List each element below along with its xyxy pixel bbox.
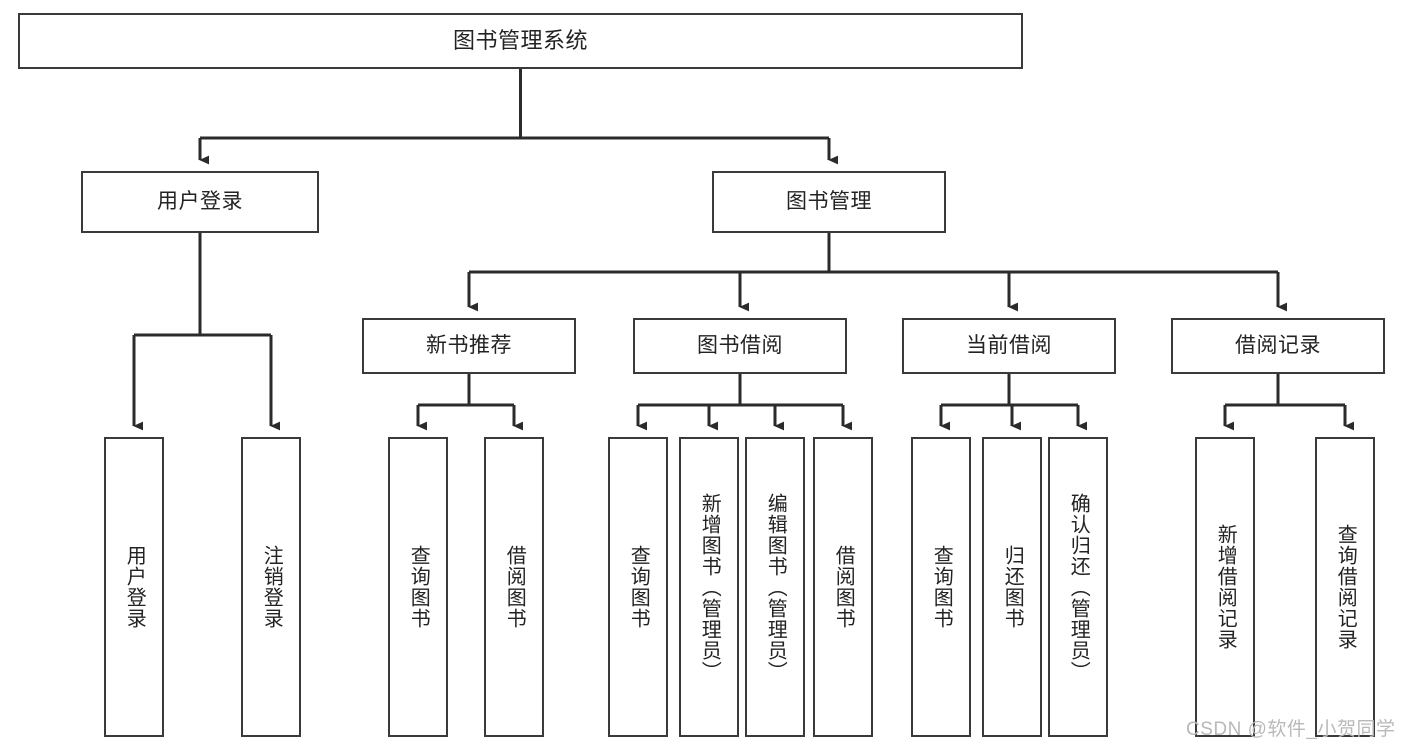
- node-label-current-borrow: 当前借阅: [966, 333, 1052, 357]
- node-cb-confirm-return[interactable]: 确认归还（管理员）: [1048, 437, 1108, 737]
- node-user-login-do[interactable]: 用户登录: [104, 437, 164, 737]
- node-book-borrow[interactable]: 图书借阅: [633, 318, 847, 374]
- node-cb-query-book[interactable]: 查询图书: [911, 437, 971, 737]
- node-label-user-logout: 注销登录: [260, 545, 283, 629]
- node-label-root: 图书管理系统: [452, 28, 588, 54]
- node-label-bb-add-book: 新增图书（管理员）: [698, 492, 721, 682]
- node-label-borrow-record: 借阅记录: [1235, 333, 1321, 357]
- node-borrow-record[interactable]: 借阅记录: [1171, 318, 1385, 374]
- node-book-manage[interactable]: 图书管理: [712, 171, 946, 233]
- node-label-bb-query-book: 查询图书: [627, 545, 650, 629]
- node-label-bb-edit-book: 编辑图书（管理员）: [764, 492, 787, 682]
- node-new-book-recommend[interactable]: 新书推荐: [362, 318, 576, 374]
- node-br-add-record[interactable]: 新增借阅记录: [1195, 437, 1255, 737]
- node-label-cb-query-book: 查询图书: [930, 545, 953, 629]
- node-br-query-record[interactable]: 查询借阅记录: [1315, 437, 1375, 737]
- node-root[interactable]: 图书管理系统: [18, 13, 1023, 69]
- node-cb-return-book[interactable]: 归还图书: [982, 437, 1042, 737]
- watermark-label: CSDN @软件_小贺同学: [1186, 719, 1396, 740]
- node-label-nbr-borrow-book: 借阅图书: [503, 545, 526, 629]
- node-label-br-query-record: 查询借阅记录: [1334, 524, 1357, 650]
- node-user-login[interactable]: 用户登录: [81, 171, 319, 233]
- node-label-br-add-record: 新增借阅记录: [1214, 524, 1237, 650]
- node-label-book-manage: 图书管理: [786, 189, 872, 213]
- node-label-nbr-query-book: 查询图书: [407, 545, 430, 629]
- node-label-user-login-do: 用户登录: [123, 545, 146, 629]
- node-bb-edit-book[interactable]: 编辑图书（管理员）: [745, 437, 805, 737]
- node-bb-query-book[interactable]: 查询图书: [608, 437, 668, 737]
- node-bb-add-book[interactable]: 新增图书（管理员）: [679, 437, 739, 737]
- node-label-bb-borrow-book: 借阅图书: [832, 545, 855, 629]
- node-label-user-login: 用户登录: [157, 189, 243, 213]
- node-nbr-borrow-book[interactable]: 借阅图书: [484, 437, 544, 737]
- node-bb-borrow-book[interactable]: 借阅图书: [813, 437, 873, 737]
- node-nbr-query-book[interactable]: 查询图书: [388, 437, 448, 737]
- node-current-borrow[interactable]: 当前借阅: [902, 318, 1116, 374]
- node-user-logout[interactable]: 注销登录: [241, 437, 301, 737]
- node-label-book-borrow: 图书借阅: [697, 333, 783, 357]
- node-label-new-book-recommend: 新书推荐: [426, 333, 512, 357]
- node-label-cb-return-book: 归还图书: [1001, 545, 1024, 629]
- node-label-cb-confirm-return: 确认归还（管理员）: [1067, 492, 1090, 682]
